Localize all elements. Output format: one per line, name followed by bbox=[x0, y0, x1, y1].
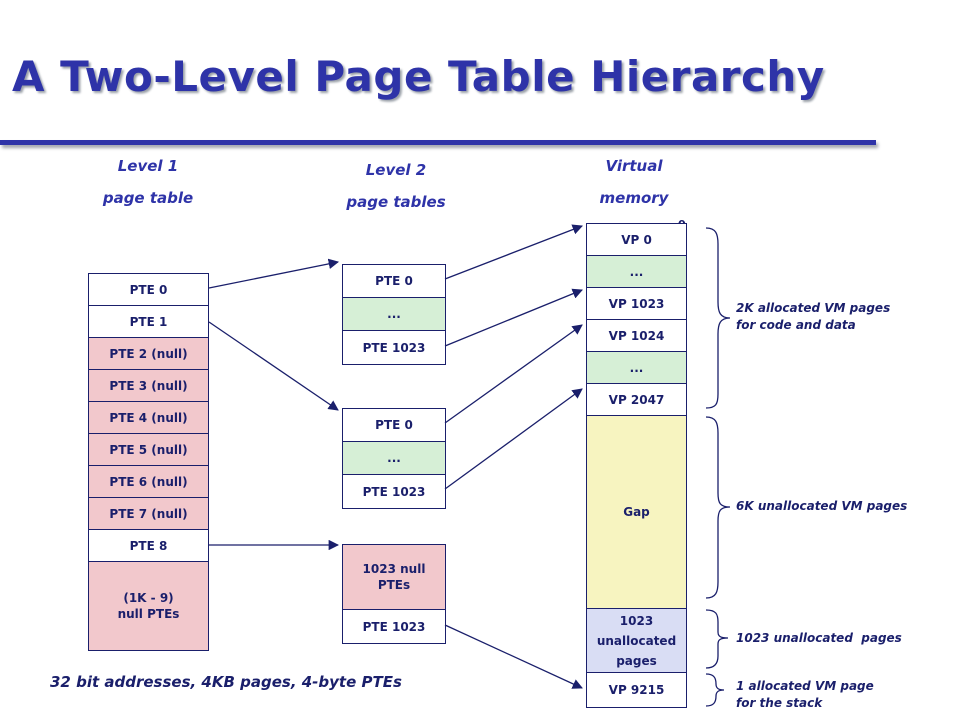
l1-pte: PTE 6 (null) bbox=[89, 466, 208, 498]
arrow-pte0-to-l2 bbox=[208, 258, 340, 289]
level2-heading-line2: page tables bbox=[346, 193, 446, 211]
vm-gap: Gap bbox=[587, 416, 686, 609]
level2-table-0: PTE 0 ... PTE 1023 bbox=[342, 264, 446, 365]
level1-heading: Level 1 page table bbox=[68, 150, 228, 214]
l1-pte-null-rest: (1K - 9) null PTEs bbox=[89, 562, 208, 650]
l1-pte: PTE 3 (null) bbox=[89, 370, 208, 402]
arrow-l2-1-to-vp1024 bbox=[444, 324, 583, 424]
l1-pte: PTE 5 (null) bbox=[89, 434, 208, 466]
level2-table-8: 1023 null PTEs PTE 1023 bbox=[342, 544, 446, 644]
virtual-memory-heading: Virtual memory bbox=[554, 150, 714, 214]
annotation-gap: 6K unallocated VM pages bbox=[736, 499, 908, 513]
vp-cell: VP 1023 bbox=[587, 288, 686, 320]
vp-ellipsis: ... bbox=[587, 352, 686, 384]
vm-unallocated-pages: 1023 unallocated pages bbox=[587, 609, 686, 673]
virtual-memory-stack: VP 0 ... VP 1023 VP 1024 ... VP 2047 Gap… bbox=[586, 223, 687, 708]
l1-pte: PTE 8 bbox=[89, 530, 208, 562]
brace-unallocated bbox=[705, 609, 729, 669]
brace-gap bbox=[705, 416, 731, 599]
l2-pte: PTE 0 bbox=[343, 409, 445, 442]
arrow-l2-8-to-vp9215 bbox=[444, 624, 583, 689]
annotation-unallocated: 1023 unallocated pages bbox=[736, 631, 902, 645]
brace-code-data bbox=[705, 227, 731, 409]
level1-page-table: PTE 0 PTE 1 PTE 2 (null) PTE 3 (null) PT… bbox=[88, 273, 209, 651]
page-title: A Two-Level Page Table Hierarchy bbox=[12, 52, 825, 101]
l1-pte: PTE 0 bbox=[89, 274, 208, 306]
virtual-heading-line1: Virtual bbox=[605, 157, 663, 175]
annotation-stack: 1 allocated VM page for the stack bbox=[736, 679, 874, 710]
level2-heading: Level 2 page tables bbox=[316, 154, 476, 218]
title-underline bbox=[0, 140, 876, 145]
arrow-l2-1-to-vp2047 bbox=[444, 388, 583, 490]
arrow-pte1-to-l2 bbox=[208, 321, 339, 411]
vp-cell: VP 9215 bbox=[587, 673, 686, 707]
l2-pte: PTE 1023 bbox=[343, 331, 445, 364]
level1-heading-line1: Level 1 bbox=[117, 157, 179, 175]
vp-cell: VP 1024 bbox=[587, 320, 686, 352]
l1-pte: PTE 7 (null) bbox=[89, 498, 208, 530]
vp-ellipsis: ... bbox=[587, 256, 686, 288]
l2-pte-ellipsis: ... bbox=[343, 442, 445, 475]
l2-pte: PTE 0 bbox=[343, 265, 445, 298]
l1-pte: PTE 1 bbox=[89, 306, 208, 338]
level2-heading-line1: Level 2 bbox=[365, 161, 427, 179]
arrow-l2-0-to-vp1023 bbox=[444, 288, 583, 347]
vp-cell: VP 2047 bbox=[587, 384, 686, 416]
footer-note: 32 bit addresses, 4KB pages, 4-byte PTEs bbox=[50, 673, 402, 691]
l1-pte: PTE 4 (null) bbox=[89, 402, 208, 434]
virtual-heading-line2: memory bbox=[599, 189, 669, 207]
level1-heading-line2: page table bbox=[102, 189, 194, 207]
arrow-l2-0-to-vp0 bbox=[444, 224, 583, 280]
level2-table-1: PTE 0 ... PTE 1023 bbox=[342, 408, 446, 509]
l2-null-ptes: 1023 null PTEs bbox=[343, 545, 445, 610]
l1-pte: PTE 2 (null) bbox=[89, 338, 208, 370]
vp-cell: VP 0 bbox=[587, 224, 686, 256]
l2-pte-ellipsis: ... bbox=[343, 298, 445, 331]
annotation-code-data: 2K allocated VM pages for code and data bbox=[736, 301, 891, 332]
l2-pte: PTE 1023 bbox=[343, 475, 445, 508]
l2-pte: PTE 1023 bbox=[343, 610, 445, 643]
brace-stack bbox=[705, 673, 725, 707]
